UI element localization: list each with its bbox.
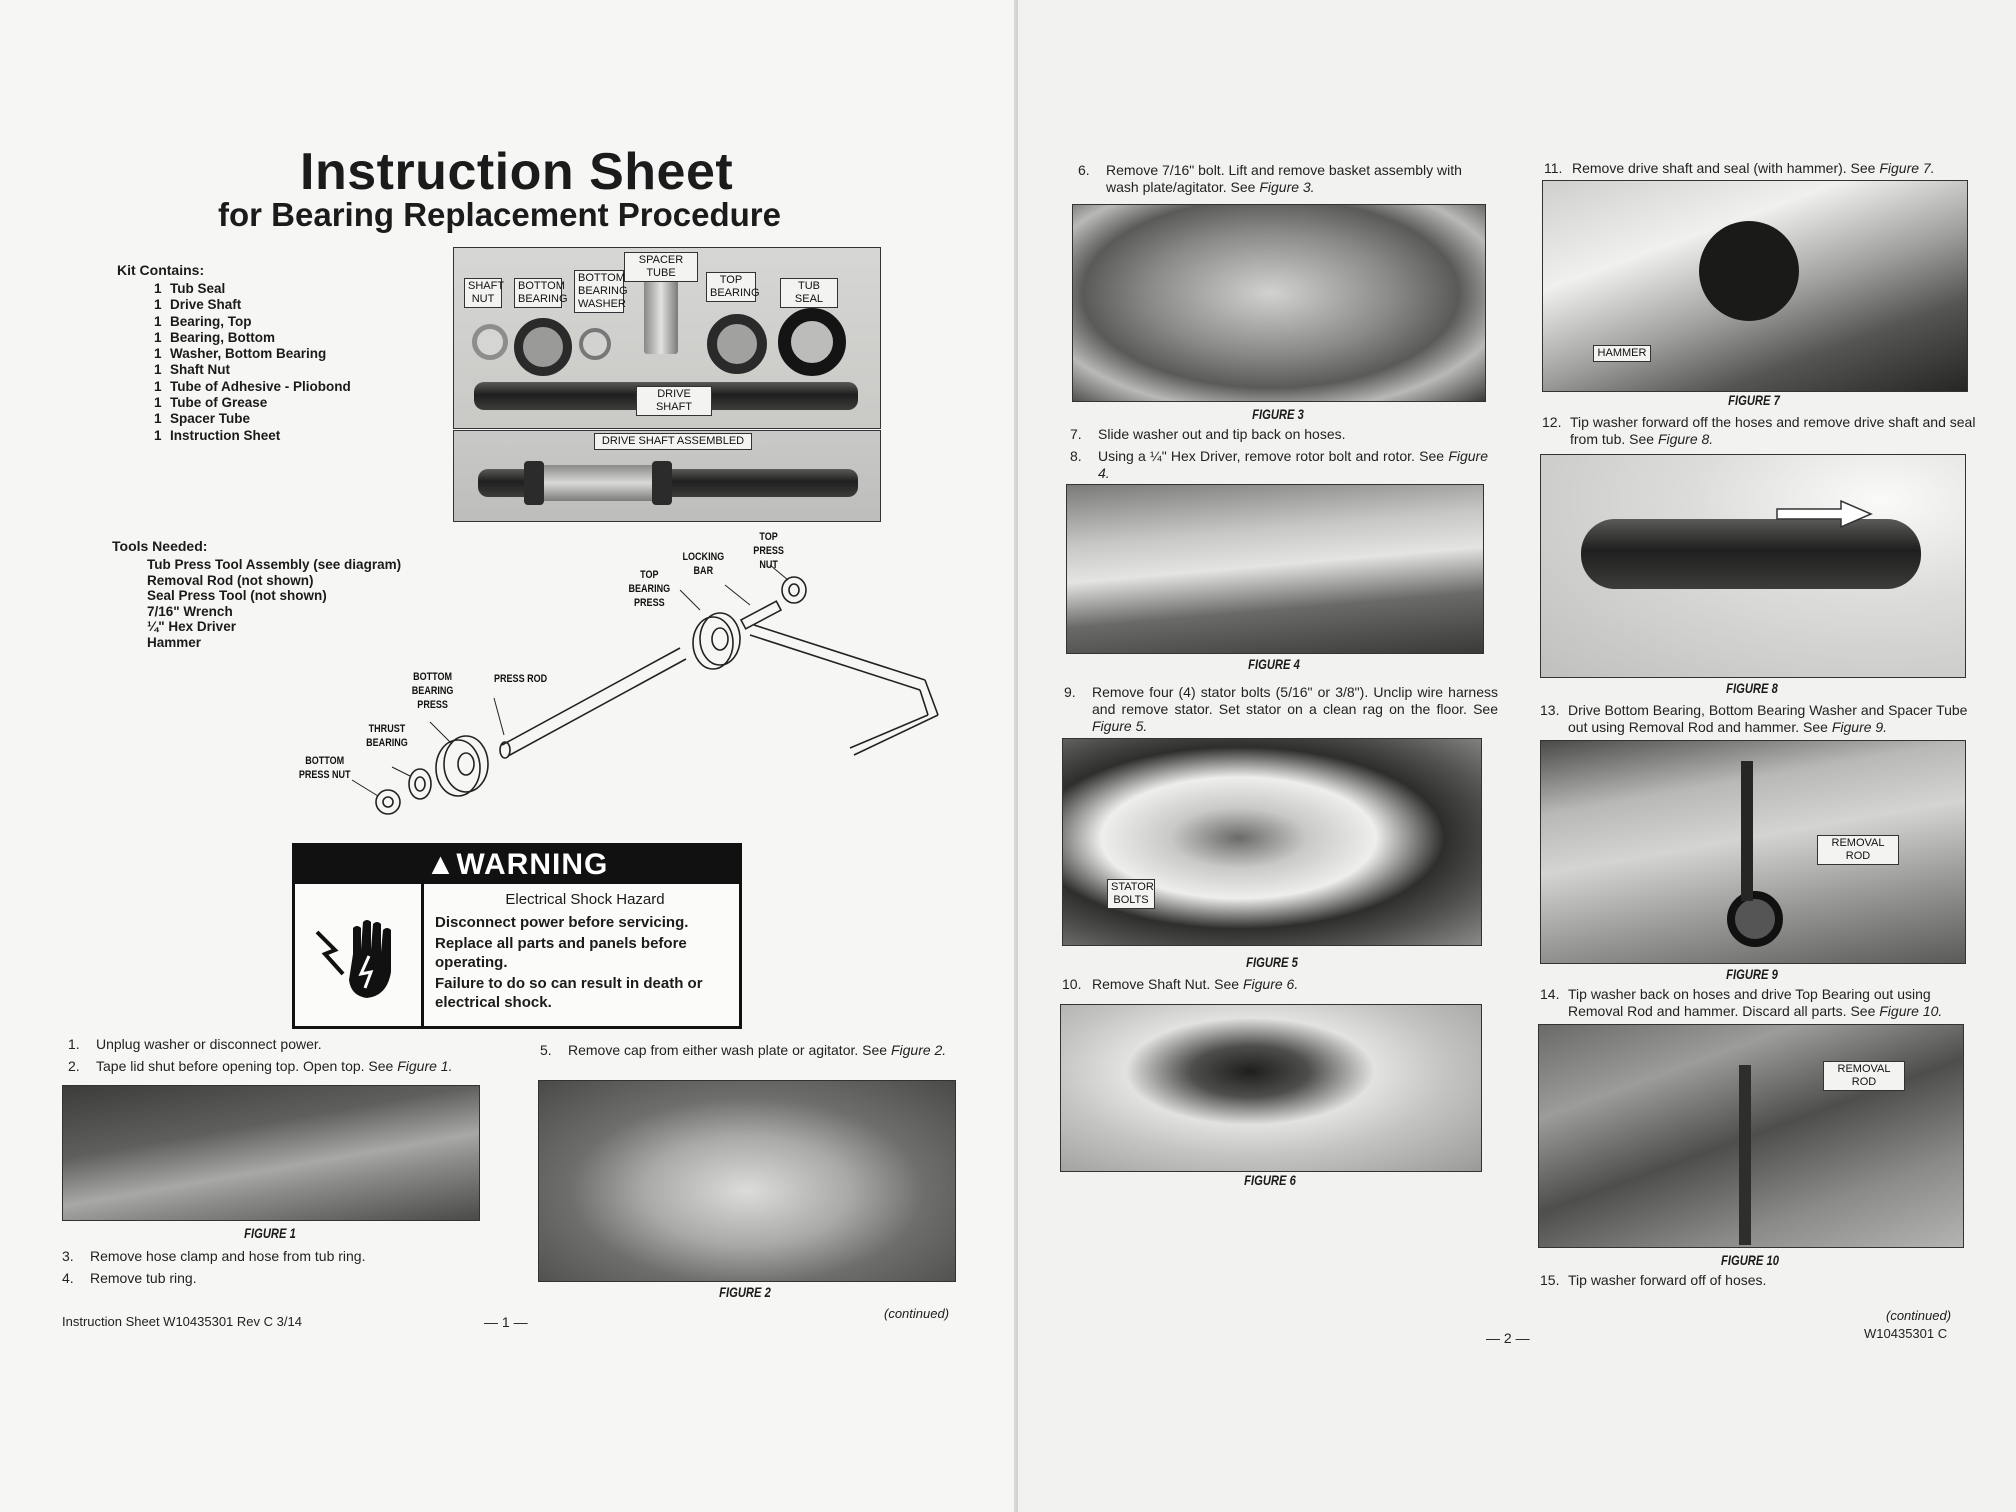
assembled-spacer-image xyxy=(544,465,652,501)
assembled-bearing-image xyxy=(652,461,672,505)
warning-line: Disconnect power before servicing. xyxy=(435,914,689,931)
shaft-nut-image xyxy=(472,324,508,360)
thrust-bearing-label: THRUST BEARING xyxy=(366,723,408,749)
electric-shock-hand-icon xyxy=(315,920,391,998)
locking-bar-label: LOCKING BAR xyxy=(682,551,725,577)
continued-note: (continued) xyxy=(884,1306,950,1321)
press-rod-label: PRESS ROD xyxy=(494,673,548,685)
list-item: Seal Press Tool (not shown) xyxy=(147,588,327,604)
figure-5-caption: FIGURE 5 xyxy=(1246,954,1298,970)
top-bearing-image xyxy=(707,314,767,374)
figure-10-photo: REMOVAL ROD xyxy=(1538,1024,1964,1248)
removal-rod-image xyxy=(1739,1065,1751,1245)
removal-rod-label: REMOVAL ROD xyxy=(1823,1061,1905,1091)
warning-line: Failure to do so can result in death or … xyxy=(435,975,703,1011)
drive-shaft-image xyxy=(1581,519,1921,589)
warning-triangle-icon: ▲ xyxy=(425,848,457,881)
page-subtitle: for Bearing Replacement Procedure xyxy=(218,196,781,233)
assembled-bearing-image xyxy=(524,461,544,505)
bottom-press-nut-label: BOTTOM PRESS NUT xyxy=(298,755,351,781)
figure-4-photo xyxy=(1066,484,1484,654)
figure-8-photo xyxy=(1540,454,1966,678)
figure-7-photo: HAMMER xyxy=(1542,180,1968,392)
figure-2-caption: FIGURE 2 xyxy=(719,1284,771,1300)
removal-rod-label: REMOVAL ROD xyxy=(1817,835,1899,865)
tub-seal-label: TUB SEAL xyxy=(780,278,838,308)
right-page: 6.Remove 7/16" bolt. Lift and remove bas… xyxy=(1018,0,2016,1512)
warning-text: Electrical Shock Hazard Disconnect power… xyxy=(435,890,735,1014)
tub-seal-image xyxy=(778,308,846,376)
continued-note: (continued) xyxy=(1886,1308,1952,1323)
figure-1-caption: FIGURE 1 xyxy=(244,1225,296,1241)
figure-10-caption: FIGURE 10 xyxy=(1721,1252,1779,1268)
drive-shaft-assembled-photo: DRIVE SHAFT ASSEMBLED xyxy=(453,430,881,522)
figure-2-photo xyxy=(538,1080,956,1282)
bottom-bearing-washer-image xyxy=(579,328,611,360)
shaft-nut-label: SHAFT NUT xyxy=(464,278,504,308)
figure-9-photo: REMOVAL ROD xyxy=(1540,740,1966,964)
figure-5-photo: STATOR BOLTS xyxy=(1062,738,1482,946)
arrow-right-icon xyxy=(1776,499,1873,529)
kit-contains-heading: Kit Contains: xyxy=(117,262,205,278)
figure-1-photo xyxy=(62,1085,480,1221)
bottom-bearing-label: BOTTOM BEARING xyxy=(514,278,568,308)
warning-box: ▲WARNING Electrical Shock Hazard Disconn… xyxy=(292,843,742,1029)
tools-list: Tub Press Tool Assembly (see diagram) Re… xyxy=(147,557,401,651)
hazard-heading: Electrical Shock Hazard xyxy=(505,891,665,908)
top-press-nut-label: TOP PRESS NUT xyxy=(753,531,784,571)
top-bearing-press-label: TOP BEARING PRESS xyxy=(628,569,671,609)
left-page: Instruction Sheet for Bearing Replacemen… xyxy=(0,0,1018,1512)
page-number: — 2 — xyxy=(1486,1330,1530,1346)
figure-3-caption: FIGURE 3 xyxy=(1252,406,1304,422)
list-item: Removal Rod (not shown) xyxy=(147,572,314,588)
warning-banner: ▲WARNING xyxy=(295,846,739,884)
warning-line: Replace all parts and panels before oper… xyxy=(435,935,687,971)
figure-8-caption: FIGURE 8 xyxy=(1726,680,1778,696)
drive-shaft-assembled-label: DRIVE SHAFT ASSEMBLED xyxy=(594,433,752,450)
bearing-opening-image xyxy=(1727,891,1783,947)
list-item: Hammer xyxy=(147,634,202,650)
page-title: Instruction Sheet xyxy=(300,143,734,201)
kit-parts-photo: SHAFT NUT BOTTOM BEARING BOTTOM BEARING … xyxy=(453,247,881,429)
stator-bolts-label: STATOR BOLTS xyxy=(1107,879,1155,909)
figure-4-caption: FIGURE 4 xyxy=(1248,656,1300,672)
figure-3-photo xyxy=(1072,204,1486,402)
list-item: Tub Press Tool Assembly (see diagram) xyxy=(147,557,402,572)
list-item: ¼" Hex Driver xyxy=(147,619,236,635)
figure-9-caption: FIGURE 9 xyxy=(1726,966,1778,982)
top-bearing-label: TOP BEARING xyxy=(706,272,760,302)
page-number: — 1 — xyxy=(484,1314,528,1330)
figure-6-photo xyxy=(1060,1004,1482,1172)
tub-press-tool-diagram xyxy=(351,564,939,815)
bottom-bearing-image xyxy=(514,318,572,376)
drive-shaft-label: DRIVE SHAFT xyxy=(636,386,712,416)
drive-shaft-seal-image xyxy=(1699,221,1799,321)
removal-rod-image xyxy=(1741,761,1753,901)
hammer-label: HAMMER xyxy=(1593,345,1651,362)
footer-doc-code: W10435301 C xyxy=(1864,1326,1948,1341)
figure-7-caption: FIGURE 7 xyxy=(1728,392,1780,408)
footer-doc-id: Instruction Sheet W10435301 Rev C 3/14 xyxy=(62,1314,302,1329)
spacer-tube-image xyxy=(644,272,678,354)
spacer-tube-label: SPACER TUBE xyxy=(624,252,698,282)
tools-needed-heading: Tools Needed: xyxy=(112,538,208,554)
warning-icon-box xyxy=(295,884,424,1026)
bottom-bearing-washer-label: BOTTOM BEARING WASHER xyxy=(574,270,628,313)
bottom-bearing-press-label: BOTTOM BEARING PRESS xyxy=(411,671,454,711)
list-item: 7/16" Wrench xyxy=(147,603,233,619)
figure-6-caption: FIGURE 6 xyxy=(1244,1172,1296,1188)
